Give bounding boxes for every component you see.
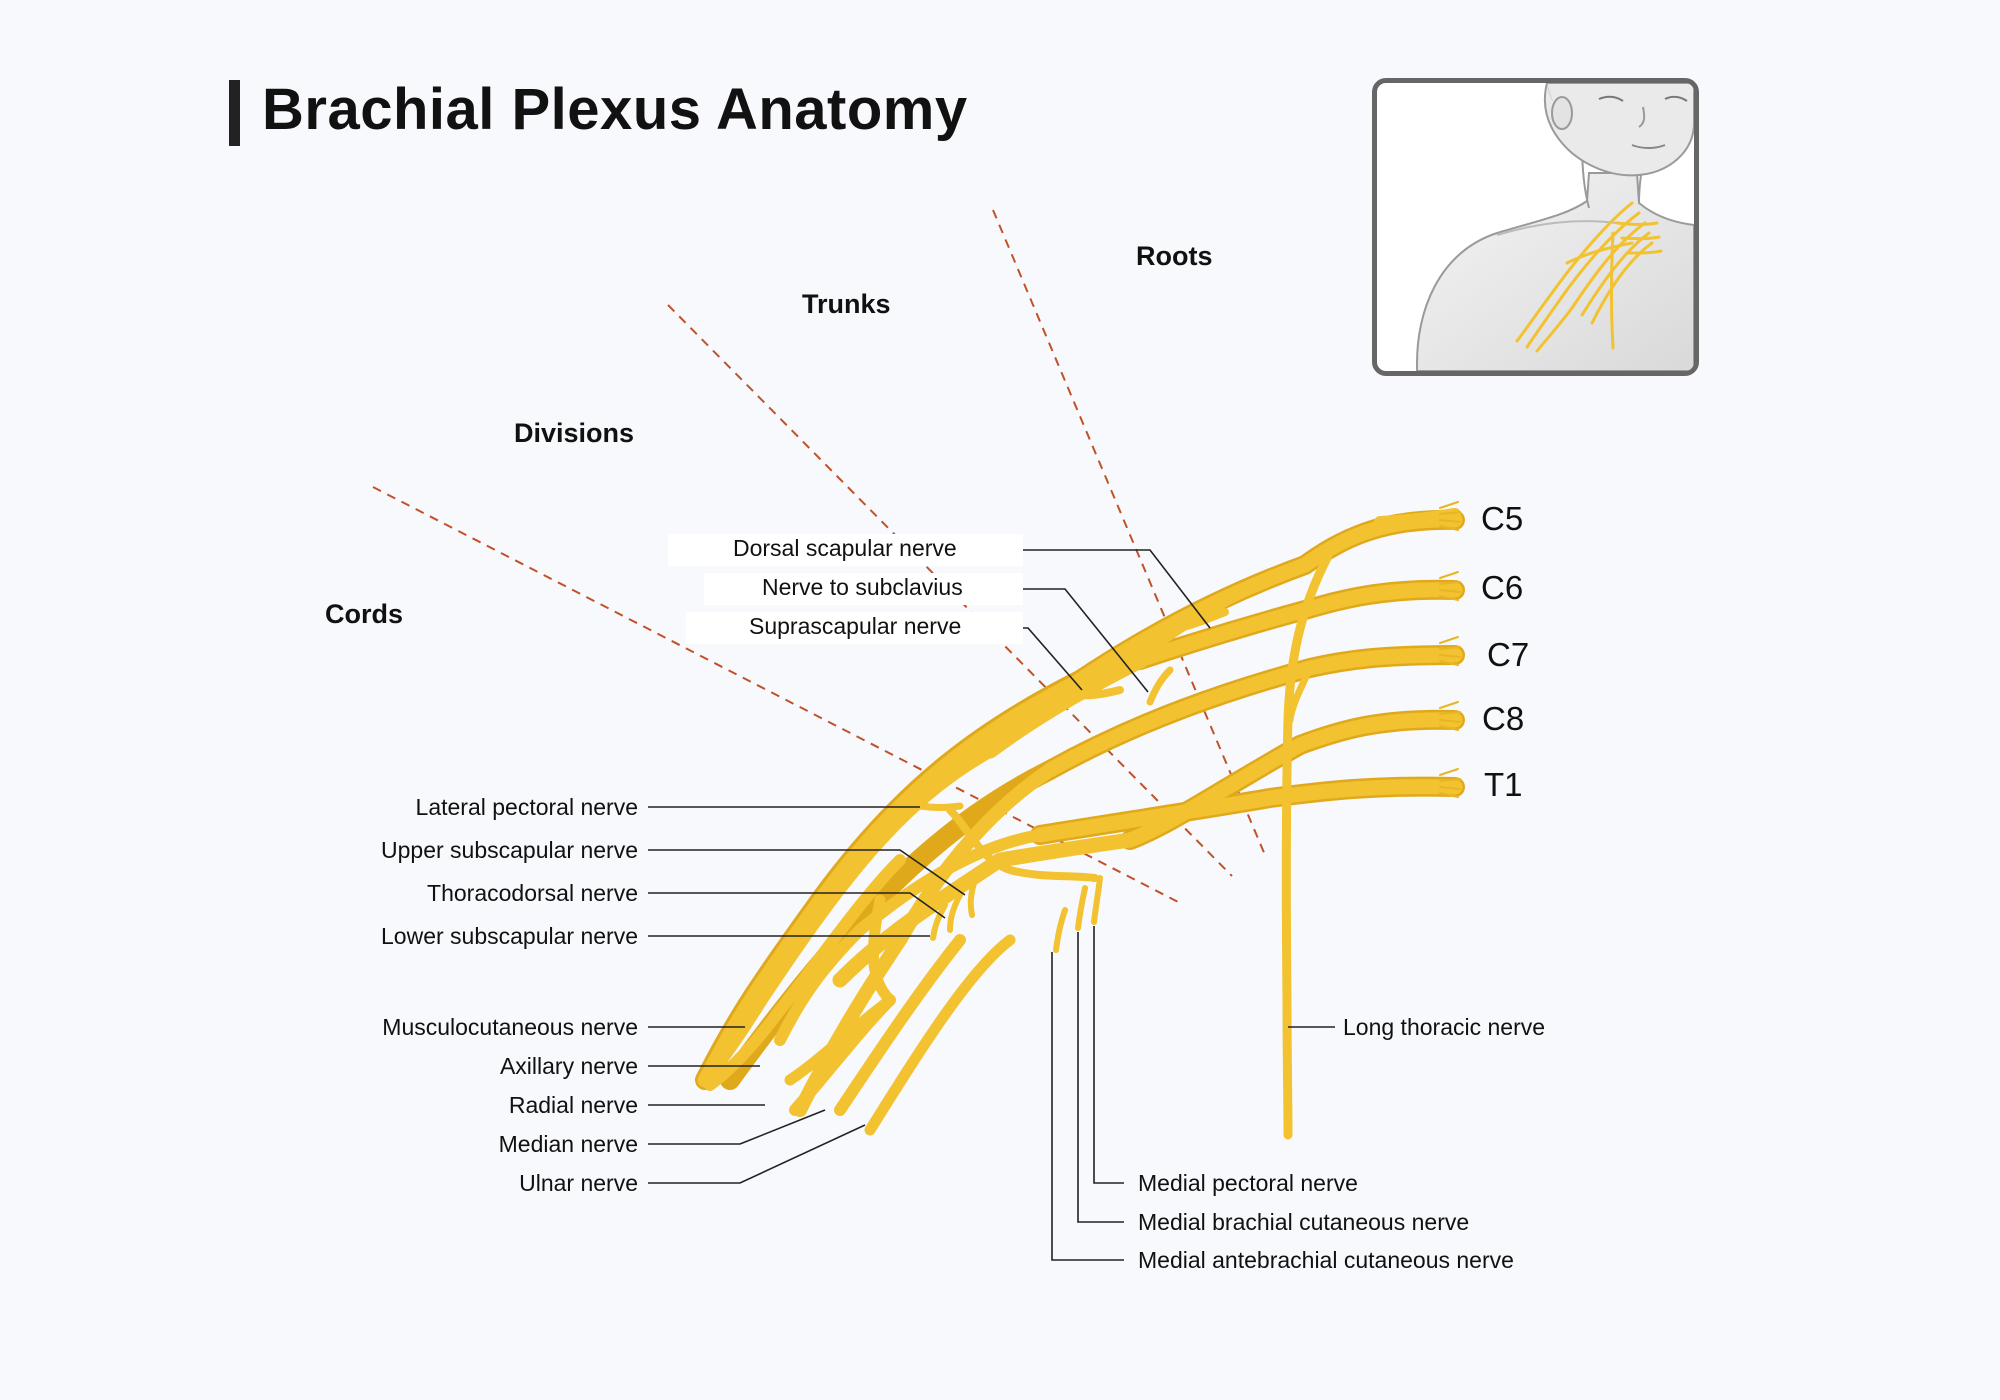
label-medial-antebrachial-cutaneous-nerve: Medial antebrachial cutaneous nerve xyxy=(1138,1247,1514,1273)
musculocutaneous-branch xyxy=(704,854,906,1091)
thoracodorsal-branch xyxy=(947,892,963,933)
pectoral-loop xyxy=(946,806,1099,882)
medial-brachial-cutaneous-leader xyxy=(1077,932,1124,1223)
root-label-c5: C5 xyxy=(1481,500,1524,537)
root-label-t1: T1 xyxy=(1484,766,1523,803)
dorsal-scapular-leader xyxy=(1008,549,1211,629)
human-torso-locator-icon xyxy=(1416,83,1694,371)
label-long-thoracic-nerve: Long thoracic nerve xyxy=(1343,1014,1546,1040)
upper-subscapular-branch xyxy=(967,877,978,918)
ulnar-leader xyxy=(648,1124,866,1184)
roots-divider-line xyxy=(992,209,1266,856)
nerve-to-subclavius-leader xyxy=(1008,588,1149,693)
root-label-c7: C7 xyxy=(1487,636,1530,673)
lateral-pectoral-branch xyxy=(916,802,964,811)
label-axillary-nerve: Axillary nerve xyxy=(499,1053,638,1079)
nerve-to-subclavius-label-bg xyxy=(704,573,1023,605)
medial-pectoral-branch xyxy=(1091,875,1103,925)
upper-subscapular-leader xyxy=(648,849,966,896)
label-lateral-pectoral-nerve: Lateral pectoral nerve xyxy=(415,794,638,820)
page-title: Brachial Plexus Anatomy xyxy=(262,77,968,142)
dorsal-scapular-label-bg xyxy=(668,534,1023,566)
label-medial-pectoral-nerve: Medial pectoral nerve xyxy=(1138,1170,1358,1196)
label-ulnar-nerve: Ulnar nerve xyxy=(519,1170,638,1196)
thoracodorsal-leader xyxy=(648,892,946,919)
nerve-to-subclavius-branch xyxy=(1146,666,1174,706)
ulnar-branch xyxy=(864,934,1016,1136)
radial-branch xyxy=(789,994,896,1116)
label-musculocutaneous-nerve: Musculocutaneous nerve xyxy=(382,1014,638,1040)
label-radial-nerve: Radial nerve xyxy=(508,1092,638,1118)
leader-lines xyxy=(648,549,1335,1261)
locator-inset xyxy=(1372,78,1699,376)
suprascapular-label-bg xyxy=(686,612,1023,644)
title-accent-bar xyxy=(229,80,240,146)
label-median-nerve: Median nerve xyxy=(498,1131,638,1157)
medial-brachial-cutaneous-branch xyxy=(1075,885,1088,931)
suprascapular-branch xyxy=(1064,686,1124,700)
label-upper-subscapular-nerve: Upper subscapular nerve xyxy=(381,837,638,863)
nerve-bundle xyxy=(695,501,1465,1140)
section-label-divisions: Divisions xyxy=(514,418,635,448)
median-branch xyxy=(834,934,966,1116)
dorsal-scapular-branch xyxy=(1174,608,1229,632)
label-nerve-to-subclavius: Nerve to subclavius xyxy=(762,574,963,600)
label-dorsal-scapular-nerve: Dorsal scapular nerve xyxy=(733,535,957,561)
section-label-roots: Roots xyxy=(1136,241,1213,271)
medial-antebrachial-cutaneous-branch xyxy=(1053,907,1068,953)
label-lower-subscapular-nerve: Lower subscapular nerve xyxy=(381,923,638,949)
median-leader xyxy=(648,1109,826,1145)
label-suprascapular-nerve: Suprascapular nerve xyxy=(749,613,962,639)
medial-pectoral-leader xyxy=(1093,926,1124,1184)
medial-antebrachial-cutaneous-leader xyxy=(1051,952,1124,1261)
lower-subscapular-branch xyxy=(930,902,948,941)
long-thoracic-branch xyxy=(1281,551,1333,1140)
t1-root-nerve xyxy=(1032,779,1463,843)
section-label-trunks: Trunks xyxy=(802,289,891,319)
root-label-c8: C8 xyxy=(1482,700,1525,737)
root-label-c6: C6 xyxy=(1481,569,1524,606)
label-medial-brachial-cutaneous-nerve: Medial brachial cutaneous nerve xyxy=(1138,1209,1470,1235)
section-label-cords: Cords xyxy=(325,599,404,629)
label-thoracodorsal-nerve: Thoracodorsal nerve xyxy=(427,880,638,906)
